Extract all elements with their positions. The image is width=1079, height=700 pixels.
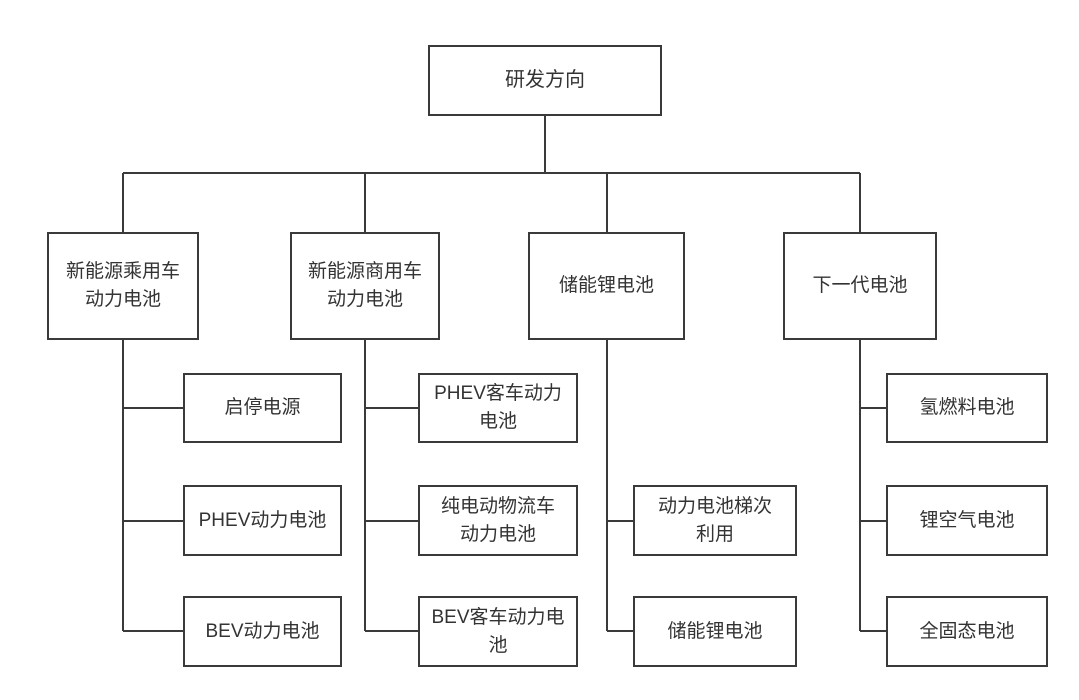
node-leaf-phev-bus-battery: PHEV客车动力 电池 <box>418 373 578 443</box>
node-leaf-li-air-battery: 锂空气电池 <box>886 485 1048 556</box>
node-branch-storage-li-battery: 储能锂电池 <box>528 232 685 340</box>
node-leaf-electric-logistics-battery: 纯电动物流车 动力电池 <box>418 485 578 556</box>
node-branch-commercial-ev-battery: 新能源商用车 动力电池 <box>290 232 440 340</box>
node-leaf-start-stop-power: 启停电源 <box>183 373 342 443</box>
node-branch-next-gen-battery: 下一代电池 <box>783 232 937 340</box>
node-leaf-phev-power-battery: PHEV动力电池 <box>183 485 342 556</box>
node-leaf-all-solid-state-battery: 全固态电池 <box>886 596 1048 667</box>
node-leaf-storage-li-battery: 储能锂电池 <box>633 596 797 667</box>
node-leaf-bev-power-battery: BEV动力电池 <box>183 596 342 667</box>
node-leaf-hydrogen-fuel-cell: 氢燃料电池 <box>886 373 1048 443</box>
node-root: 研发方向 <box>428 45 662 116</box>
node-leaf-bev-bus-battery: BEV客车动力电 池 <box>418 596 578 667</box>
node-leaf-battery-echelon-use: 动力电池梯次 利用 <box>633 485 797 556</box>
node-branch-passenger-ev-battery: 新能源乘用车 动力电池 <box>47 232 199 340</box>
